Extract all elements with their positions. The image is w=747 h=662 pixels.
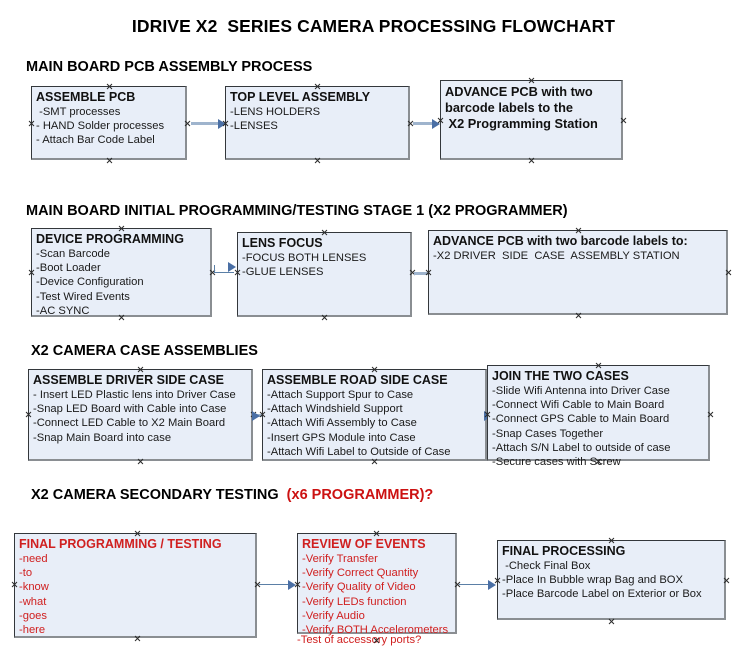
box-title: ADVANCE PCB with two barcode labels to t… xyxy=(445,84,598,131)
box-line: -Attach S/N Label to outside of case xyxy=(492,441,671,454)
connector-line xyxy=(214,272,234,273)
box-line: -know xyxy=(19,581,49,594)
box-lens-focus[interactable]: LENS FOCUS -FOCUS BOTH LENSES -GLUE LENS… xyxy=(237,232,412,317)
box-title: ADVANCE PCB with two barcode labels to: xyxy=(433,234,688,248)
box-line: -Scan Barcode xyxy=(36,248,111,260)
box-overflow-line-review-of-events: -Test of accessory ports? xyxy=(297,634,422,646)
box-line: -Attach Wifi Assembly to Case xyxy=(267,417,417,430)
box-line: -Verify Quality of Video xyxy=(302,581,416,594)
connector-arrowhead xyxy=(488,580,496,590)
connector-line xyxy=(191,122,221,125)
box-line: -Verify BOTH Accelerometers xyxy=(302,624,449,637)
box-line: -Snap Cases Together xyxy=(492,427,604,440)
box-line: -Attach Windshield Support xyxy=(267,403,403,416)
box-line: -Device Configuration xyxy=(36,276,144,289)
box-line: -Verify LEDs function xyxy=(302,595,407,608)
box-line: -Attach Support Spur to Case xyxy=(267,389,414,401)
box-line: -goes xyxy=(19,609,47,622)
box-line: -Snap Main Board into case xyxy=(33,431,172,444)
connector-arrowhead xyxy=(228,262,236,272)
section-heading-text: X2 CAMERA SECONDARY TESTING xyxy=(31,487,287,503)
connector-arrowhead xyxy=(218,119,226,129)
box-line: -Connect Wifi Cable to Main Board xyxy=(492,399,665,412)
box-line: -Slide Wifi Antenna into Driver Case xyxy=(492,385,670,397)
box-line: -Test Wired Events xyxy=(36,290,130,303)
section-heading-main-board-initial-programming: MAIN BOARD INITIAL PROGRAMMING/TESTING S… xyxy=(26,203,568,219)
box-line: -Verify Correct Quantity xyxy=(302,567,419,580)
box-line: -GLUE LENSES xyxy=(242,266,324,279)
box-line: -SMT processes xyxy=(36,106,121,118)
box-line: -to xyxy=(19,567,33,580)
box-line: - HAND Solder processes xyxy=(36,120,165,133)
box-line: -Place In Bubble wrap Bag and BOX xyxy=(502,574,683,587)
box-final-programming-testing[interactable]: FINAL PROGRAMMING / TESTING -need -to -k… xyxy=(14,533,257,638)
connector-line xyxy=(414,272,436,275)
box-top-level-assembly[interactable]: TOP LEVEL ASSEMBLY -LENS HOLDERS -LENSES xyxy=(225,86,410,160)
section-heading-main-board-pcb-assembly: MAIN BOARD PCB ASSEMBLY PROCESS xyxy=(26,59,313,75)
box-assemble-pcb[interactable]: ASSEMBLE PCB -SMT processes - HAND Solde… xyxy=(31,86,187,160)
section-heading-x2-camera-secondary-testing: X2 CAMERA SECONDARY TESTING (x6 PROGRAMM… xyxy=(31,487,433,503)
box-assemble-road-side-case[interactable]: ASSEMBLE ROAD SIDE CASE -Attach Support … xyxy=(262,369,487,461)
box-title: FINAL PROCESSING xyxy=(502,544,626,558)
box-advance-pcb-driver-side-case[interactable]: ADVANCE PCB with two barcode labels to: … xyxy=(428,230,728,315)
box-line: -Boot Loader xyxy=(36,262,101,275)
box-title: DEVICE PROGRAMMING xyxy=(36,232,184,246)
box-line: -X2 DRIVER SIDE CASE ASSEMBLY STATION xyxy=(433,250,680,262)
box-line: -Check Final Box xyxy=(502,560,591,572)
box-line: -need xyxy=(19,553,48,565)
connector-arrowhead xyxy=(288,580,296,590)
box-line: -Secure cases with Screw xyxy=(492,456,621,469)
box-line: -FOCUS BOTH LENSES xyxy=(242,252,367,264)
box-line: - Attach Bar Code Label xyxy=(36,134,155,147)
box-title: TOP LEVEL ASSEMBLY xyxy=(230,90,371,104)
section-heading-x2-camera-case-assemblies: X2 CAMERA CASE ASSEMBLIES xyxy=(31,343,258,359)
connector-line xyxy=(413,122,435,125)
box-assemble-driver-side-case[interactable]: ASSEMBLE DRIVER SIDE CASE - Insert LED P… xyxy=(28,369,253,461)
connector-arrowhead xyxy=(252,411,260,421)
connector-elbow xyxy=(214,265,215,273)
box-line: -Verify Audio xyxy=(302,609,365,622)
connector-line xyxy=(259,584,293,585)
box-line: -Attach Wifi Label to Outside of Case xyxy=(267,445,451,458)
box-line: -Place Barcode Label on Exterior or Box xyxy=(502,588,702,601)
box-title: FINAL PROGRAMMING / TESTING xyxy=(19,537,222,551)
box-line: -AC SYNC xyxy=(36,304,90,317)
box-line: - Insert LED Plastic lens into Driver Ca… xyxy=(33,389,236,401)
box-line: -LENS HOLDERS xyxy=(230,106,321,118)
page-title: IDRIVE X2 SERIES CAMERA PROCESSING FLOWC… xyxy=(131,16,616,36)
connector-arrowhead xyxy=(432,119,440,129)
box-title: LENS FOCUS xyxy=(242,236,323,250)
box-final-processing[interactable]: FINAL PROCESSING -Check Final Box -Place… xyxy=(497,540,726,620)
box-title: REVIEW OF EVENTS xyxy=(302,537,426,551)
box-title: JOIN THE TWO CASES xyxy=(492,369,629,383)
box-title: ASSEMBLE PCB xyxy=(36,90,136,104)
section-heading-accent: (x6 PROGRAMMER)? xyxy=(286,487,434,503)
box-advance-pcb-x2-programming-station[interactable]: ADVANCE PCB with two barcode labels to t… xyxy=(440,80,623,160)
box-join-the-two-cases[interactable]: JOIN THE TWO CASES -Slide Wifi Antenna i… xyxy=(487,365,710,468)
box-review-of-events[interactable]: REVIEW OF EVENTS -Verify Transfer -Verif… xyxy=(297,533,457,637)
box-line: -Snap LED Board with Cable into Case xyxy=(33,403,227,416)
box-line: -Connect GPS Cable to Main Board xyxy=(492,413,670,426)
box-line: -Insert GPS Module into Case xyxy=(267,431,416,444)
box-line: -LENSES xyxy=(230,120,278,133)
box-title: ASSEMBLE DRIVER SIDE CASE xyxy=(33,373,225,387)
box-title: ASSEMBLE ROAD SIDE CASE xyxy=(267,373,448,387)
box-line: -here xyxy=(19,624,46,637)
box-line: -what xyxy=(19,595,47,608)
box-line: -Verify Transfer xyxy=(302,553,378,565)
box-device-programming[interactable]: DEVICE PROGRAMMING -Scan Barcode -Boot L… xyxy=(31,228,212,317)
connector-line xyxy=(459,584,493,585)
box-line: -Connect LED Cable to X2 Main Board xyxy=(33,417,226,430)
